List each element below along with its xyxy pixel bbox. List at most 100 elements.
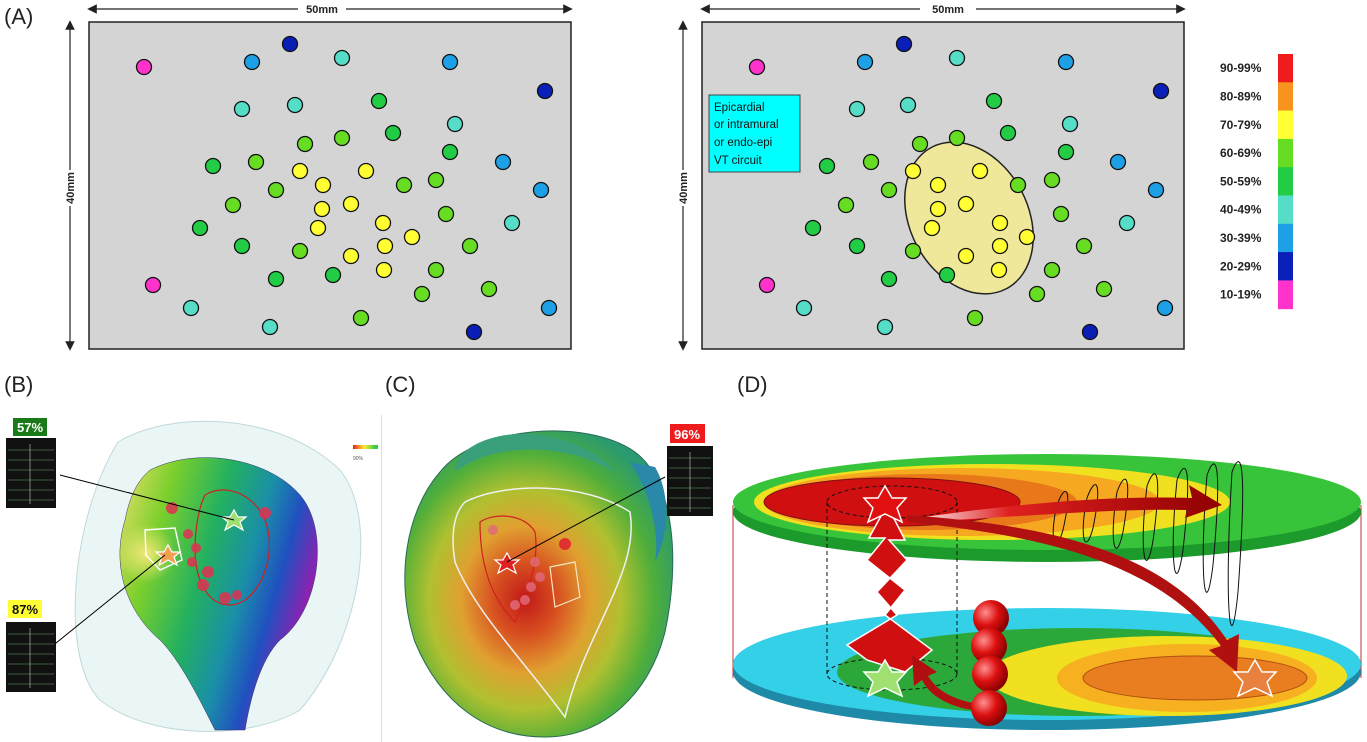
right-electrode-dot — [904, 242, 922, 260]
electrode-dots-left — [135, 35, 558, 341]
panel-divider — [381, 415, 382, 742]
badge-bottom — [8, 600, 42, 618]
panel-label-a: (A) — [4, 4, 34, 29]
legend-swatch — [1278, 138, 1293, 168]
left-electrode-dot — [384, 124, 402, 142]
legend-label: 10-19% — [1220, 288, 1262, 302]
ball-3 — [972, 656, 1008, 692]
left-electrode-dot — [333, 49, 351, 67]
right-electrode-dot — [1147, 181, 1165, 199]
right-electrode-dot — [804, 219, 822, 237]
legend-swatch — [1278, 167, 1293, 196]
left-electrode-dot — [494, 153, 512, 171]
right-electrode-dot — [837, 196, 855, 214]
contour-c — [549, 561, 581, 608]
outline-curve — [452, 487, 632, 719]
left-electrode-dot — [403, 228, 421, 246]
left-electrode-dot — [291, 242, 309, 260]
right-electrode-dot — [957, 247, 975, 265]
panel-label-c: (C) — [385, 372, 416, 397]
right-electrode-dot — [991, 237, 1009, 255]
blue-edge — [630, 462, 667, 562]
left-electrode-dot — [441, 53, 459, 71]
left-electrode-dot — [342, 247, 360, 265]
legend-label: 30-39% — [1220, 231, 1262, 245]
panel-c-map: 96% — [404, 424, 713, 738]
left-electrode-dot — [503, 214, 521, 232]
left-electrode-dot — [144, 276, 162, 294]
left-electrode-dot — [333, 129, 351, 147]
right-electrode-dot — [990, 261, 1008, 279]
badge-top-text: 57% — [17, 420, 43, 435]
right-electrode-dot — [818, 157, 836, 175]
right-electrode-dot — [966, 309, 984, 327]
right-electrode-dot — [923, 219, 941, 237]
pointer-line-top — [59, 474, 235, 521]
right-electrode-dot — [1028, 285, 1046, 303]
right-electrode-dot — [848, 237, 866, 255]
callout-line-1: Epicardial — [714, 102, 765, 114]
legend-label: 80-89% — [1220, 89, 1262, 103]
left-electrode-dot — [224, 196, 242, 214]
left-electrode-dot — [342, 195, 360, 213]
left-electrode-dot — [376, 237, 394, 255]
left-electrode-dot — [375, 261, 393, 279]
left-electrode-dot — [281, 35, 299, 53]
left-electrode-dot — [437, 205, 455, 223]
right-electrode-dot — [1061, 115, 1079, 133]
badge-bottom-text: 87% — [12, 602, 38, 617]
right-electrode-dot — [862, 153, 880, 171]
right-electrode-dot — [1095, 280, 1113, 298]
left-electrode-dot — [352, 309, 370, 327]
right-electrode-dot — [748, 58, 766, 76]
right-electrode-dot — [1052, 205, 1070, 223]
egm-thumbnail-top — [6, 438, 56, 508]
vt-circuit-callout — [708, 94, 801, 173]
legend-swatch — [1278, 54, 1293, 83]
star-bottom-orange — [1232, 658, 1278, 698]
left-electrode-dot — [191, 219, 209, 237]
right-electrode-dot — [938, 266, 956, 284]
scale-left-label: 90% — [353, 456, 364, 462]
ball-4 — [971, 690, 1007, 726]
left-electrode-dot — [267, 270, 285, 288]
left-electrode-dot — [374, 214, 392, 232]
right-electrode-dot — [795, 299, 813, 317]
left-electrode-dot — [296, 135, 314, 153]
ablation-lesions-c — [488, 525, 571, 610]
left-electrode-dot — [324, 266, 342, 284]
callout-line-2: or intramural — [714, 119, 779, 131]
left-electrode-dot — [446, 115, 464, 133]
legend-label: 40-49% — [1220, 203, 1262, 217]
left-electrode-dot — [532, 181, 550, 199]
right-electrode-dot — [991, 214, 1009, 232]
callout-line-3: or endo-epi — [714, 137, 772, 149]
right-electrode-dot — [1118, 214, 1136, 232]
right-electrode-dot — [1156, 299, 1174, 317]
right-electrode-dot — [1043, 261, 1061, 279]
curved-arrow-return — [912, 655, 991, 712]
left-electrode-dot — [261, 318, 279, 336]
egm-traces-top — [8, 444, 54, 504]
left-electrode-dot — [395, 176, 413, 194]
right-electrode-dot — [880, 270, 898, 288]
right-electrode-dot — [948, 129, 966, 147]
right-electrode-dot — [911, 135, 929, 153]
right-electrode-dot — [971, 162, 989, 180]
left-electrode-dot — [357, 162, 375, 180]
right-electrode-dot — [848, 100, 866, 118]
legend-label: 50-59% — [1220, 174, 1262, 188]
electrode-dots-right — [748, 35, 1174, 341]
left-electrode-dot — [286, 96, 304, 114]
left-electrode-dot — [204, 157, 222, 175]
right-electrode-dot — [895, 35, 913, 53]
legend-swatch — [1278, 195, 1293, 225]
pointer-line-c — [506, 476, 666, 563]
right-electrode-dot — [1057, 53, 1075, 71]
legend-swatch — [1278, 280, 1293, 310]
right-electrode-dot — [957, 195, 975, 213]
right-electrode-dot — [880, 181, 898, 199]
wavefront-lines — [1052, 461, 1244, 627]
bottom-orange-zone — [1082, 655, 1308, 701]
left-electrode-dot — [313, 200, 331, 218]
